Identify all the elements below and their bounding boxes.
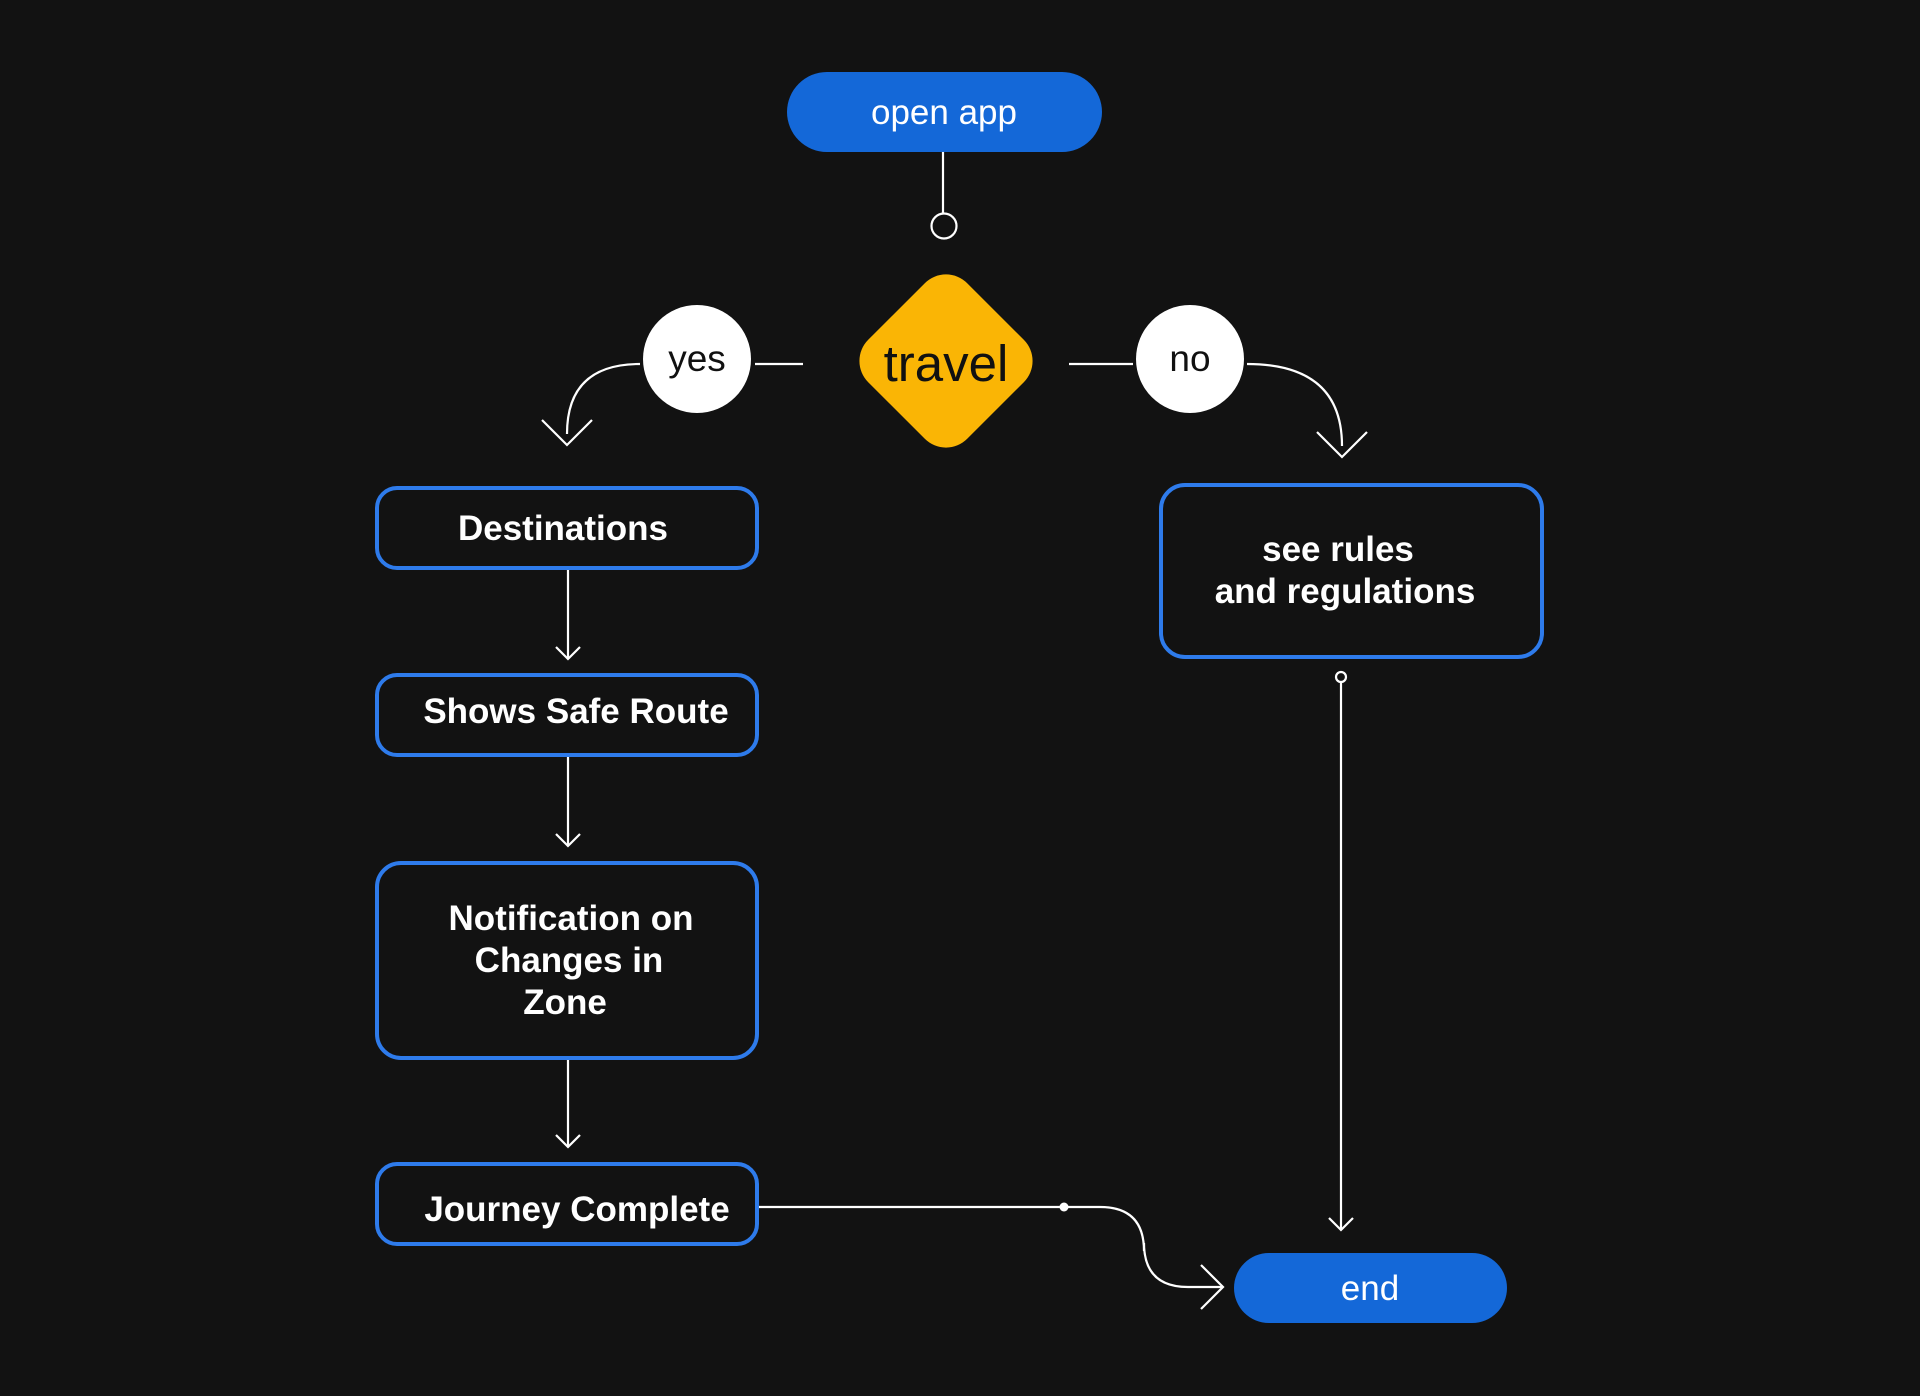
yes-arrowhead (541, 419, 593, 447)
notification-label-line-3: Zone (523, 983, 607, 1022)
decision-node: travel (859, 274, 1033, 448)
yes-branch-label: yes (643, 305, 751, 413)
arrowhead-end (1200, 1264, 1225, 1310)
decision-label: travel (884, 335, 1009, 392)
journey-complete-node: Journey Complete (375, 1162, 759, 1246)
start-node: open app (787, 72, 1102, 152)
connectors (541, 152, 1368, 1310)
rules-label-line-2: and regulations (1215, 572, 1476, 611)
destinations-box (375, 486, 759, 570)
connector-rules-dot (1334, 670, 1348, 684)
no-label: no (1169, 338, 1210, 379)
arrowhead-journey (555, 1134, 581, 1149)
end-label: end (1341, 1269, 1399, 1308)
arrowhead-notification (555, 833, 581, 848)
notification-node: Notification on Changes in Zone (375, 861, 759, 1060)
rules-node: see rules and regulations (1159, 483, 1544, 659)
connector-joint-circle (930, 212, 958, 240)
no-arrowhead (1316, 431, 1368, 459)
notification-label-line-1: Notification on (449, 899, 694, 938)
arrowhead-rules-end (1328, 1217, 1354, 1232)
end-pill (1234, 1253, 1507, 1323)
start-label: open app (871, 93, 1017, 132)
decision-diamond (859, 274, 1033, 448)
notification-box (375, 861, 759, 1060)
end-node: end (1234, 1253, 1507, 1323)
rules-label-line-1: see rules (1262, 530, 1414, 569)
safe-route-box (375, 673, 759, 757)
journey-complete-box (375, 1162, 759, 1246)
yes-circle (643, 305, 751, 413)
start-pill (787, 72, 1102, 152)
destinations-node: Destinations (375, 486, 759, 570)
no-circle (1136, 305, 1244, 413)
journey-complete-label: Journey Complete (424, 1190, 729, 1229)
notification-label-line-2: Changes in (475, 941, 664, 980)
yes-label: yes (668, 338, 726, 379)
safe-route-label: Shows Safe Route (423, 692, 728, 731)
connector-journey-to-end (1064, 1205, 1223, 1289)
arrowhead-route (555, 646, 581, 661)
connector-yes-curve (565, 362, 641, 435)
destinations-label: Destinations (458, 509, 668, 548)
no-branch-label: no (1136, 305, 1244, 413)
rules-box (1159, 483, 1544, 659)
safe-route-node: Shows Safe Route (375, 673, 759, 757)
connector-no-curve (1246, 362, 1344, 447)
